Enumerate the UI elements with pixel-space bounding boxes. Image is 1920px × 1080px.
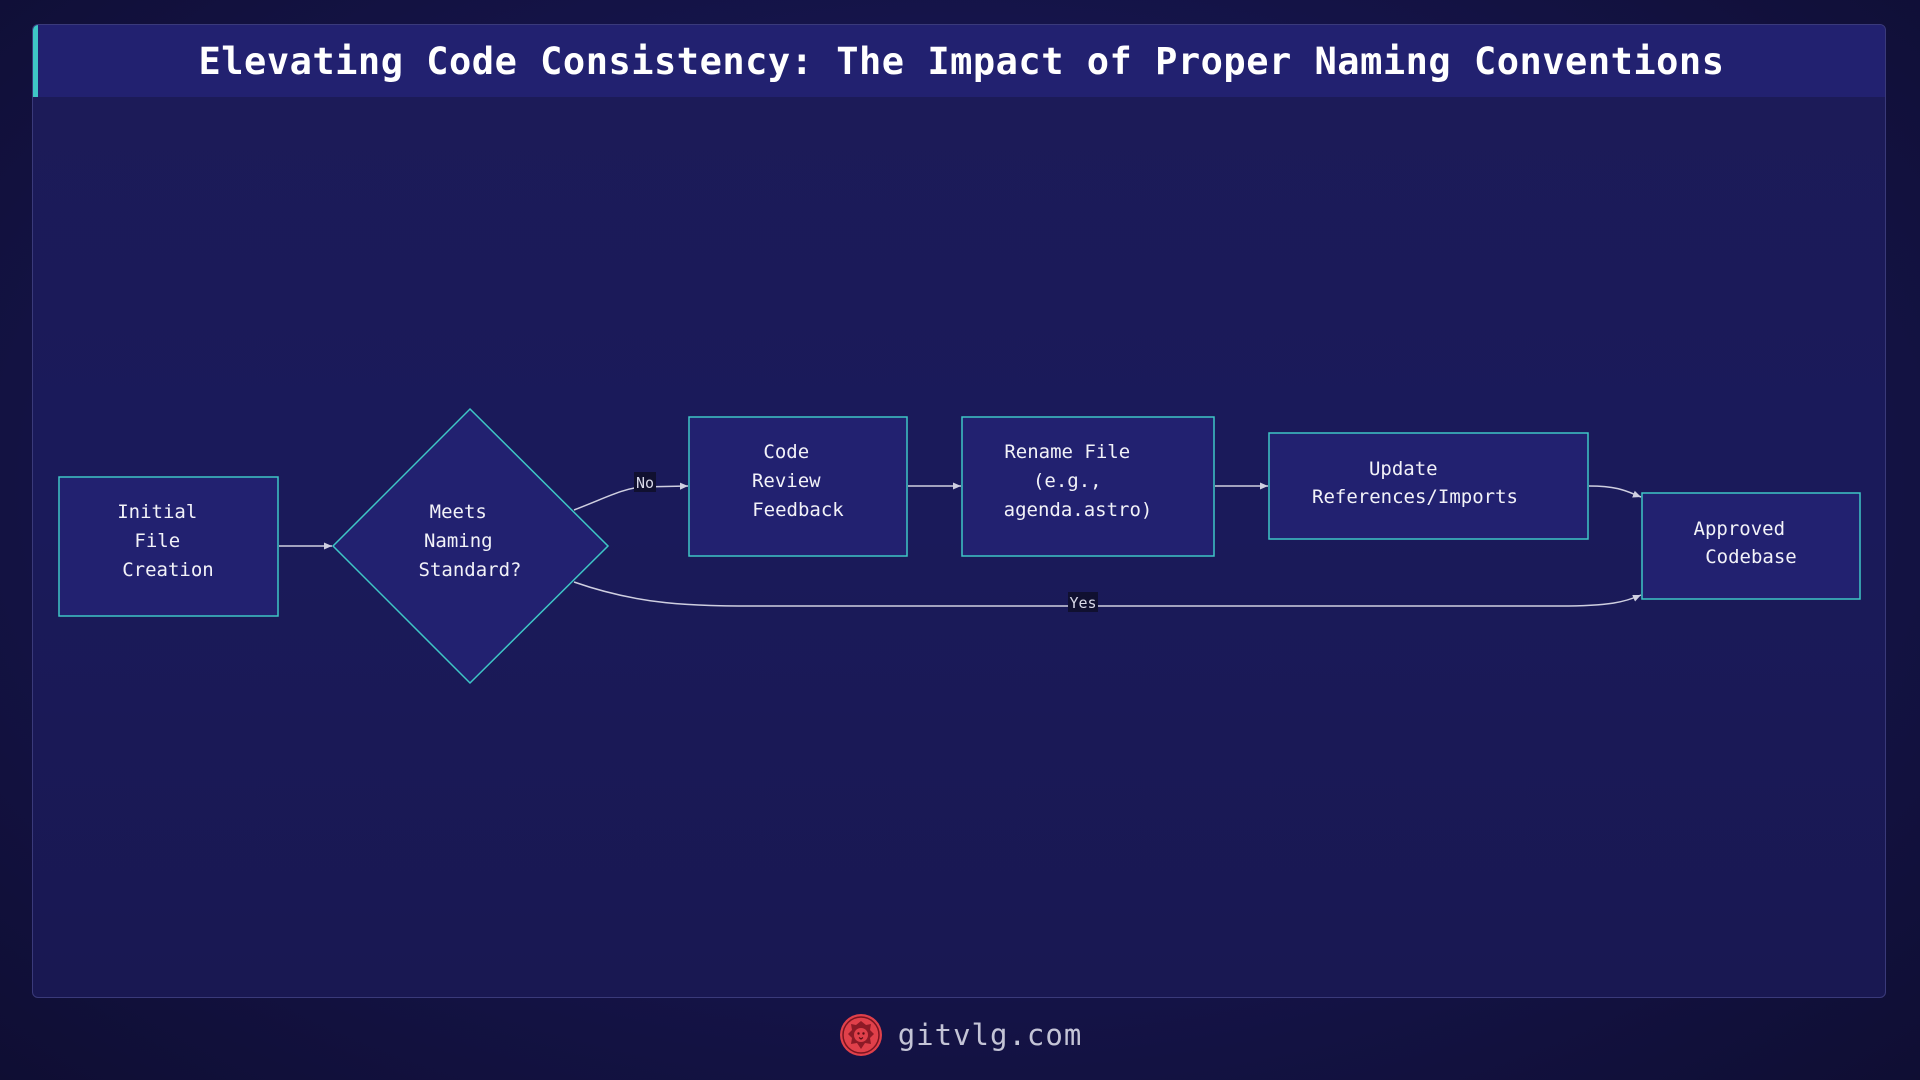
node-rename-line-3: agenda.astro): [1004, 499, 1153, 521]
node-decision-naming-standard: Meets Naming Standard?: [331, 407, 610, 685]
edge-label-no: No: [634, 472, 656, 492]
node-decision-line-3: Standard?: [419, 559, 522, 581]
node-initial-label: Initial File Creation: [117, 501, 214, 581]
node-approved-line-1: Approved: [1694, 518, 1786, 540]
node-initial-line-1: Initial: [117, 501, 197, 523]
node-decision-line-2: Naming: [424, 530, 493, 552]
node-decision-line-1: Meets: [430, 501, 487, 523]
node-review-line-3: Feedback: [752, 499, 844, 521]
node-approved-label: Approved Codebase: [1694, 518, 1797, 568]
node-rename-label: Rename File (e.g., agenda.astro): [1004, 441, 1153, 521]
node-code-review-feedback: Code Review Feedback: [688, 416, 908, 557]
node-initial-line-2: File: [134, 530, 180, 552]
node-approved-codebase: Approved Codebase: [1641, 492, 1861, 600]
edge-update-to-approved: [1588, 485, 1642, 498]
node-approved-line-2: Codebase: [1705, 546, 1797, 568]
node-review-line-1: Code: [763, 441, 809, 463]
node-update-line-1: Update: [1369, 458, 1438, 480]
edge-decision-to-approved-yes: [573, 581, 1642, 607]
node-rename-file: Rename File (e.g., agenda.astro): [961, 416, 1215, 557]
node-initial-line-3: Creation: [122, 559, 214, 581]
node-rename-line-1: Rename File: [1004, 441, 1130, 463]
node-initial-file-creation: Initial File Creation: [58, 476, 279, 617]
page-title: Elevating Code Consistency: The Impact o…: [198, 39, 1725, 83]
edge-label-yes-text: Yes: [1069, 594, 1096, 612]
title-bar: Elevating Code Consistency: The Impact o…: [33, 25, 1885, 97]
node-rename-line-2: (e.g.,: [1033, 470, 1102, 492]
footer-site-link[interactable]: gitvlg.com: [897, 1018, 1083, 1052]
node-update-label: Update References/Imports: [1312, 458, 1518, 508]
lion-logo-icon[interactable]: [838, 1012, 884, 1058]
node-decision-label: Meets Naming Standard?: [419, 501, 522, 581]
footer: gitvlg.com: [0, 1012, 1920, 1058]
edge-label-no-text: No: [636, 474, 654, 492]
node-update-references: Update References/Imports: [1268, 432, 1589, 540]
node-review-line-2: Review: [752, 470, 821, 492]
node-update-line-2: References/Imports: [1312, 486, 1518, 508]
edge-label-yes: Yes: [1068, 592, 1098, 612]
node-review-label: Code Review Feedback: [752, 441, 844, 521]
edge-decision-to-review-no: [573, 482, 689, 511]
